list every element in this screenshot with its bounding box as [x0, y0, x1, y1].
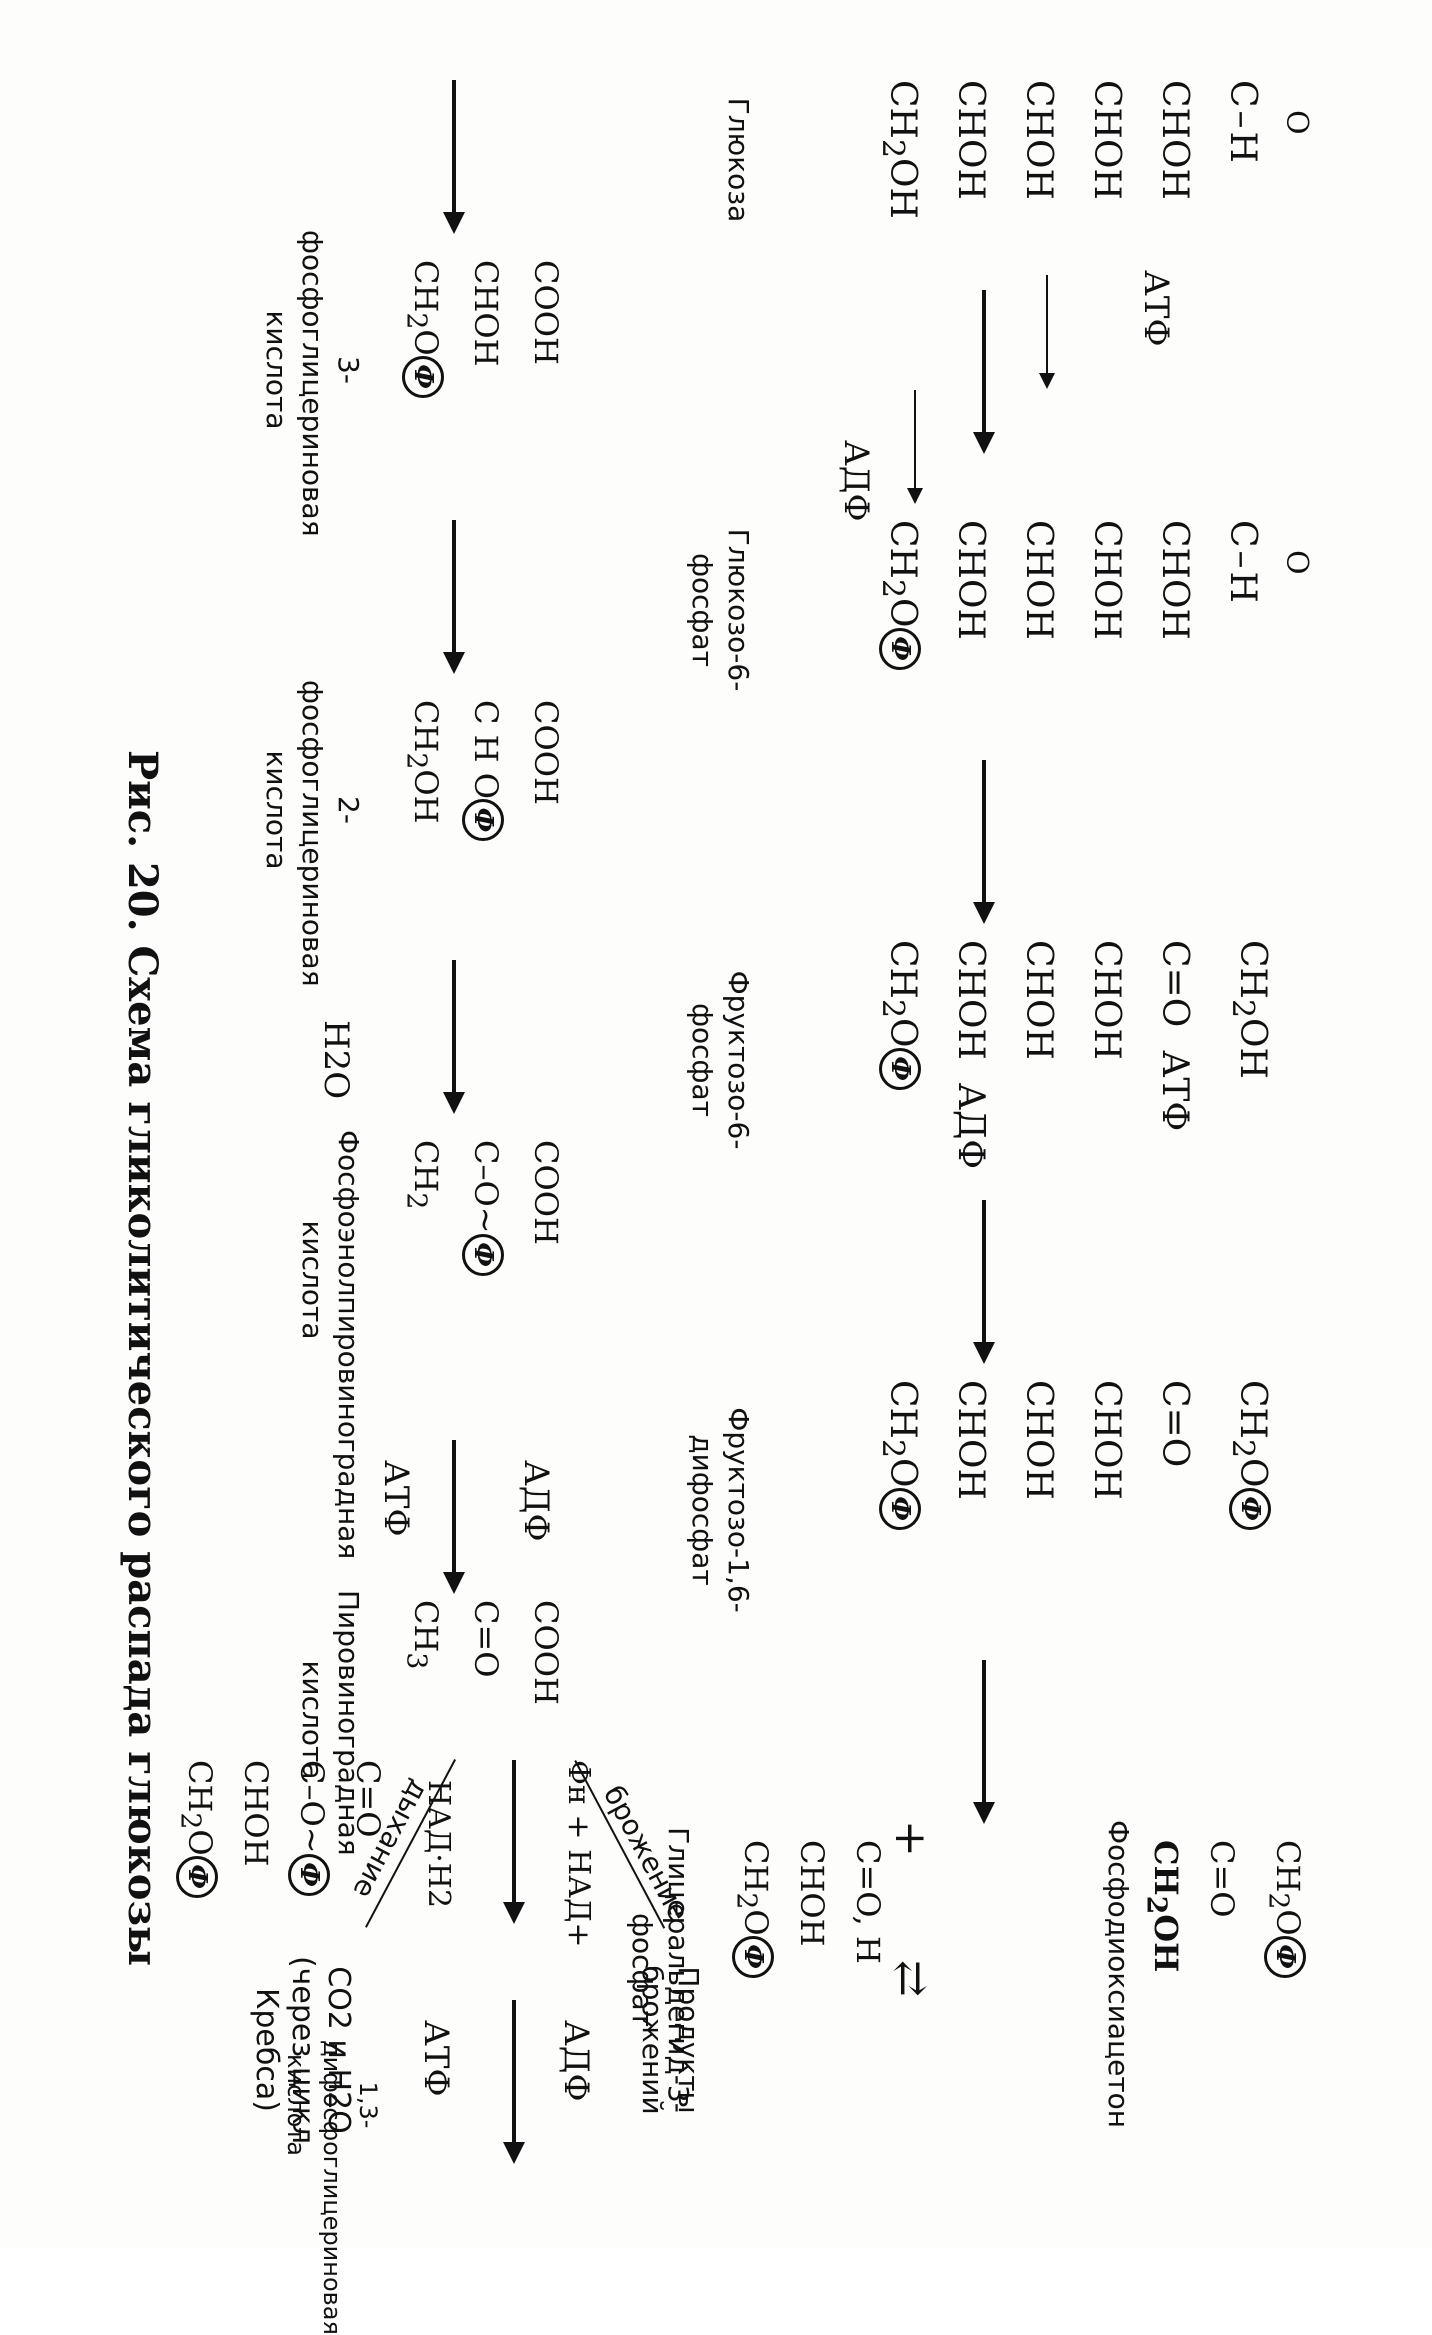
atp-input-arrow — [1046, 275, 1048, 385]
phosphate-icon: Ф — [402, 355, 445, 398]
atp-label: АТФ — [1136, 270, 1176, 347]
pyruvate-structure: COOH C=O CH3 — [400, 1600, 565, 1705]
phosphate-icon: Ф — [878, 1047, 921, 1090]
adp-output-arrow — [914, 390, 916, 500]
compound-name: Фруктозо-6-фосфат — [686, 970, 755, 1150]
phosphodioxyacetone-structure: CH2OФ C=O CH2OH — [1127, 1840, 1316, 1978]
reaction-arrow — [452, 80, 456, 230]
reaction-arrow — [452, 960, 456, 1110]
compound-name: Пировиноградная кислота — [296, 1590, 365, 1856]
reaction-arrow — [982, 1660, 986, 1820]
adp-label: АДФ — [556, 2020, 596, 2102]
atp-label: АТФ — [416, 2020, 456, 2097]
compound-name: 2-фосфоглицериновая кислота — [260, 680, 365, 987]
phosphate-icon: Ф — [462, 798, 505, 841]
fermentation-products: Продукты брожений — [636, 1965, 705, 2115]
2-phosphoglycerate-structure: COOH C H OФ CH2OH — [386, 700, 576, 841]
atp-label: АТФ — [376, 1460, 416, 1537]
phosphate-icon: Ф — [879, 627, 921, 670]
reaction-arrow — [452, 1440, 456, 1590]
glyceraldehyde-3-phosphate-structure: C=O, H CHOH CH2OФ — [718, 1840, 896, 1978]
compound-name: Глюкозо-6-фосфат — [686, 528, 755, 692]
reaction-arrow — [982, 290, 986, 450]
phosphate-icon: Ф — [1229, 1487, 1271, 1530]
reaction-arrow — [982, 1200, 986, 1360]
adp-label: АДФ — [949, 1082, 991, 1170]
adp-label: АДФ — [836, 440, 876, 522]
reaction-arrow — [982, 760, 986, 920]
phosphate-icon: Ф — [878, 1487, 921, 1530]
adp-label: АДФ — [516, 1460, 556, 1542]
reaction-arrow — [512, 1760, 516, 1920]
final-products: CO2 и H2O (через цикл Кребса) — [249, 1955, 356, 2145]
compound-name: Фосфоэнолпировиноградная кислота — [296, 1130, 365, 1560]
3-phosphoglycerate-structure: COOH CHOH CH2OФ — [386, 260, 576, 398]
phosphate-icon: Ф — [462, 1233, 505, 1276]
phosphoenolpyruvate-structure: COOH C–O~Ф CH2 — [386, 1140, 576, 1276]
compound-name: Фосфодиоксиацетон — [1102, 1820, 1135, 2129]
compound-name: Глюкоза — [722, 97, 755, 223]
atp-label: АТФ — [1153, 1050, 1195, 1132]
page: { "caption": "Рис. 20. Схема гликолитиче… — [0, 0, 1432, 2247]
water-label: H2O — [316, 1020, 356, 1100]
phosphate-icon: Ф — [288, 1853, 331, 1896]
phosphate-icon: Ф — [732, 1935, 775, 1978]
reaction-arrow — [512, 2000, 516, 2160]
reaction-arrow — [452, 520, 456, 670]
compound-name: 3-фосфоглицериновая кислота — [260, 230, 365, 537]
figure-caption: Рис. 20. Схема гликолитического распада … — [119, 750, 166, 1967]
phosphate-icon: Ф — [176, 1855, 219, 1898]
compound-name: Фруктозо-1,6-дифосфат — [686, 1407, 755, 1613]
phosphate-icon: Ф — [1264, 1935, 1307, 1978]
